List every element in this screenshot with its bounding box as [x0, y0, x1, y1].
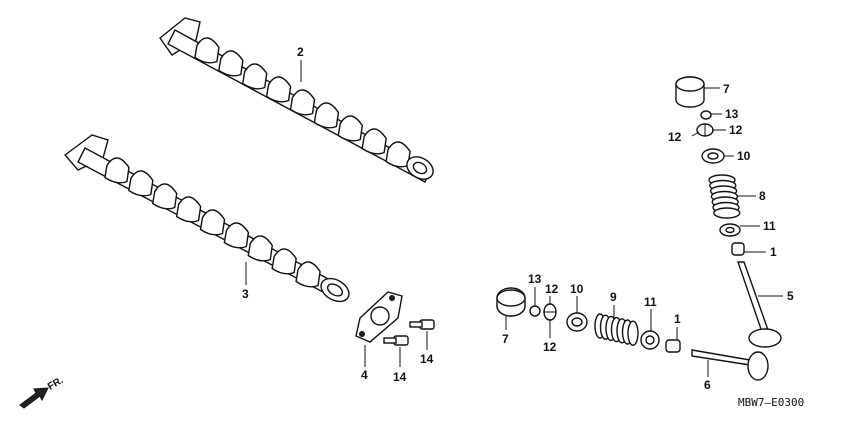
- cam-lobe: [199, 209, 226, 236]
- cam-lobe: [271, 248, 297, 275]
- bolt-b[interactable]: [383, 335, 409, 346]
- spring-coil: [627, 320, 639, 346]
- callout-10: 10: [570, 282, 584, 296]
- callout-12: 12: [545, 282, 559, 296]
- cam-lobe: [218, 50, 244, 77]
- callout-1: 1: [770, 245, 777, 259]
- cotter-lower[interactable]: [543, 303, 557, 321]
- valve-lower[interactable]: [691, 349, 769, 381]
- cam-lobe: [151, 183, 178, 210]
- valve-seal-upper[interactable]: [731, 242, 745, 256]
- cam-lobe: [295, 261, 321, 288]
- callout-14: 14: [420, 352, 434, 366]
- callout-12: 12: [729, 123, 743, 137]
- gasket-plate[interactable]: [355, 291, 403, 343]
- cam-lobe: [361, 128, 387, 155]
- valve-seal-lower[interactable]: [665, 339, 681, 353]
- callout-5: 5: [787, 289, 794, 303]
- arrow-icon: [19, 387, 49, 409]
- front-direction-indicator: FR.: [19, 375, 66, 409]
- spring-retainer-lower[interactable]: [566, 312, 588, 332]
- cam-lobe: [223, 222, 250, 249]
- callout-11: 11: [763, 219, 776, 233]
- callout-12: 12: [543, 340, 557, 354]
- callout-1: 1: [674, 312, 681, 326]
- callout-3: 3: [242, 287, 249, 301]
- callout-labels: 2 3 4 14 14 7 13 12 12 10 9 11 1 6 7 13 …: [242, 45, 794, 392]
- cam-lobe: [247, 235, 274, 262]
- callout-7: 7: [502, 332, 509, 346]
- camshaft-lower[interactable]: [63, 134, 353, 306]
- valve-upper[interactable]: [737, 261, 782, 348]
- spring-seat-lower[interactable]: [640, 330, 660, 350]
- cam-lobe: [313, 102, 340, 129]
- callout-9: 9: [610, 290, 617, 304]
- camshaft-upper[interactable]: [159, 17, 437, 184]
- spring-retainer-upper[interactable]: [701, 148, 725, 164]
- cam-lobe: [194, 37, 220, 64]
- cam-lobe: [289, 89, 316, 116]
- tappet-bucket-lower[interactable]: [496, 287, 526, 317]
- cam-lobe: [104, 157, 130, 184]
- callout-14: 14: [393, 370, 407, 384]
- direction-label: FR.: [46, 375, 66, 393]
- callout-10: 10: [737, 149, 751, 163]
- drawing-code: MBW7—E0300: [738, 396, 804, 409]
- valve-spring-upper[interactable]: [708, 174, 741, 219]
- spring-seat-upper[interactable]: [719, 223, 741, 237]
- callout-12: 12: [668, 130, 682, 144]
- leader-lines: [245, 60, 783, 377]
- valve-spring-lower[interactable]: [594, 313, 639, 346]
- cam-lobe: [241, 63, 268, 90]
- cam-lobe: [337, 115, 364, 142]
- cotter-upper[interactable]: [696, 123, 714, 137]
- callout-4: 4: [361, 368, 368, 382]
- cam-lobe: [265, 76, 292, 103]
- callout-13: 13: [725, 107, 739, 121]
- tappet-bucket-upper[interactable]: [675, 76, 705, 108]
- callout-11: 11: [644, 295, 657, 309]
- spring-coil: [713, 207, 741, 219]
- cam-lobe: [128, 170, 154, 197]
- callout-8: 8: [759, 189, 766, 203]
- callout-6: 6: [704, 378, 711, 392]
- callout-2: 2: [297, 45, 304, 59]
- shim-lower[interactable]: [529, 305, 541, 317]
- bolt-a[interactable]: [409, 319, 435, 330]
- callout-7: 7: [723, 82, 730, 96]
- cam-lobe: [175, 196, 202, 223]
- shim-upper[interactable]: [700, 110, 712, 120]
- callout-13: 13: [528, 272, 542, 286]
